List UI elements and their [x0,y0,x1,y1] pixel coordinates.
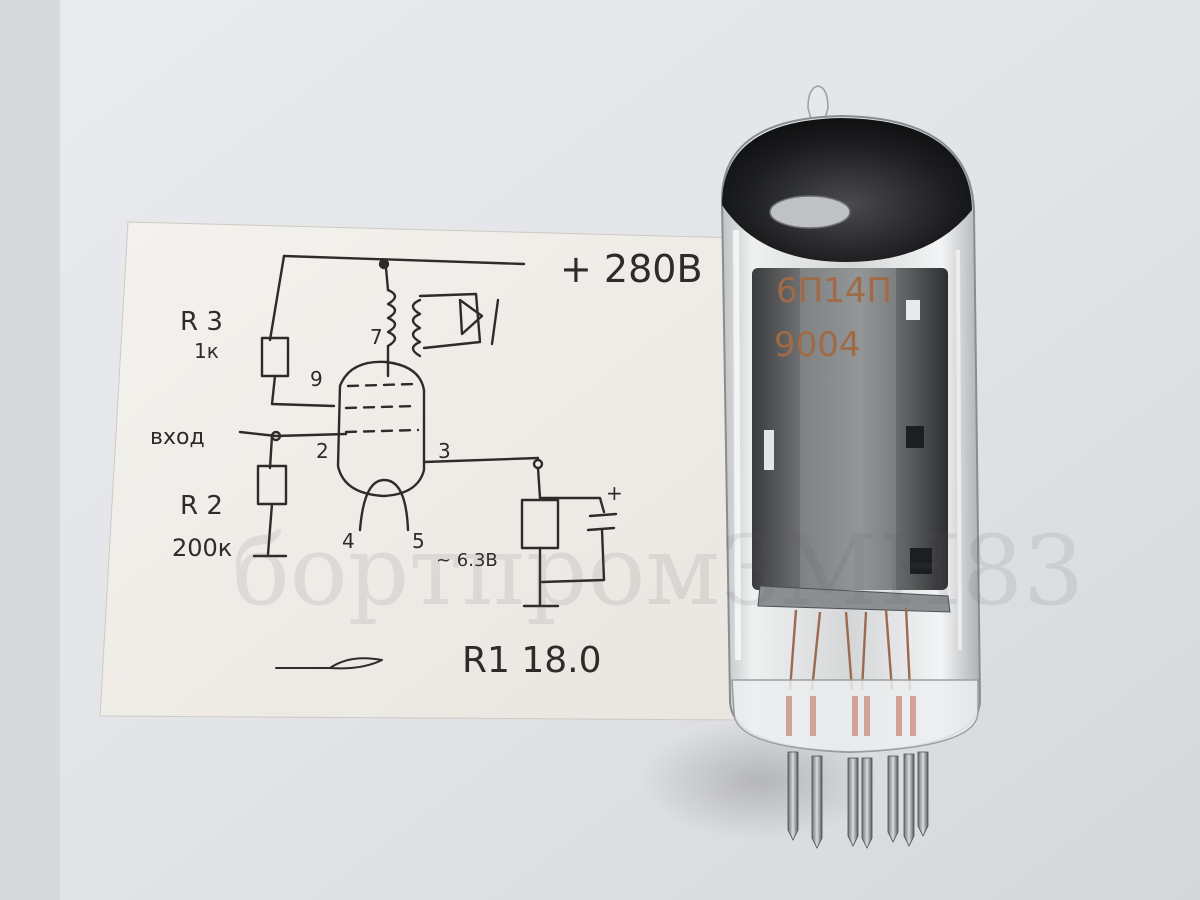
r1-label: R1 18.0 [462,640,602,681]
schematic-labels: + 280В R 3 1к вход R 2 200к R1 18.0 ~ 6.… [150,247,703,681]
tube-pins [787,751,929,849]
anode-highlight [800,268,896,590]
anode-window-bottom [910,548,932,574]
watermark: бортпромЗМН83 [232,515,1084,627]
glass-reflection-right [956,249,962,651]
lead-wires [788,607,912,691]
anode-slot-left [764,430,774,470]
r3-value-label: 1к [194,339,219,363]
glass-reflection-left [733,229,741,661]
anode-plate [752,268,948,590]
tube-type-marking: 6П14П [776,271,892,311]
supply-voltage-label: + 280В [560,247,703,291]
r3-name-label: R 3 [180,307,223,337]
pin-3-label: 3 [438,439,451,463]
input-label: вход [150,425,205,450]
left-paper-edge [0,0,60,900]
pin-5-label: 5 [412,529,425,553]
r2-name-label: R 2 [180,491,223,521]
pin-9-label: 9 [310,367,323,391]
r2-value-label: 200к [172,534,232,562]
getter-coating [722,118,972,262]
top-mica [769,195,851,229]
pin-2-label: 2 [316,439,329,463]
anode-window-mid [906,426,924,448]
anode-window-top [906,300,920,320]
capacitor-plus-label: + [606,481,623,505]
heater-voltage-label: ~ 6.3В [436,550,498,571]
pin-7-label: 7 [370,325,383,349]
pin-4-label: 4 [342,529,355,553]
schematic-drawing [238,254,618,670]
tube-date-code: 9004 [774,325,861,365]
exhaust-tip [807,85,829,123]
bottom-mica [757,585,951,613]
pin-seals [786,696,916,736]
vacuum-tube: 6П14П 9004 [720,85,982,849]
